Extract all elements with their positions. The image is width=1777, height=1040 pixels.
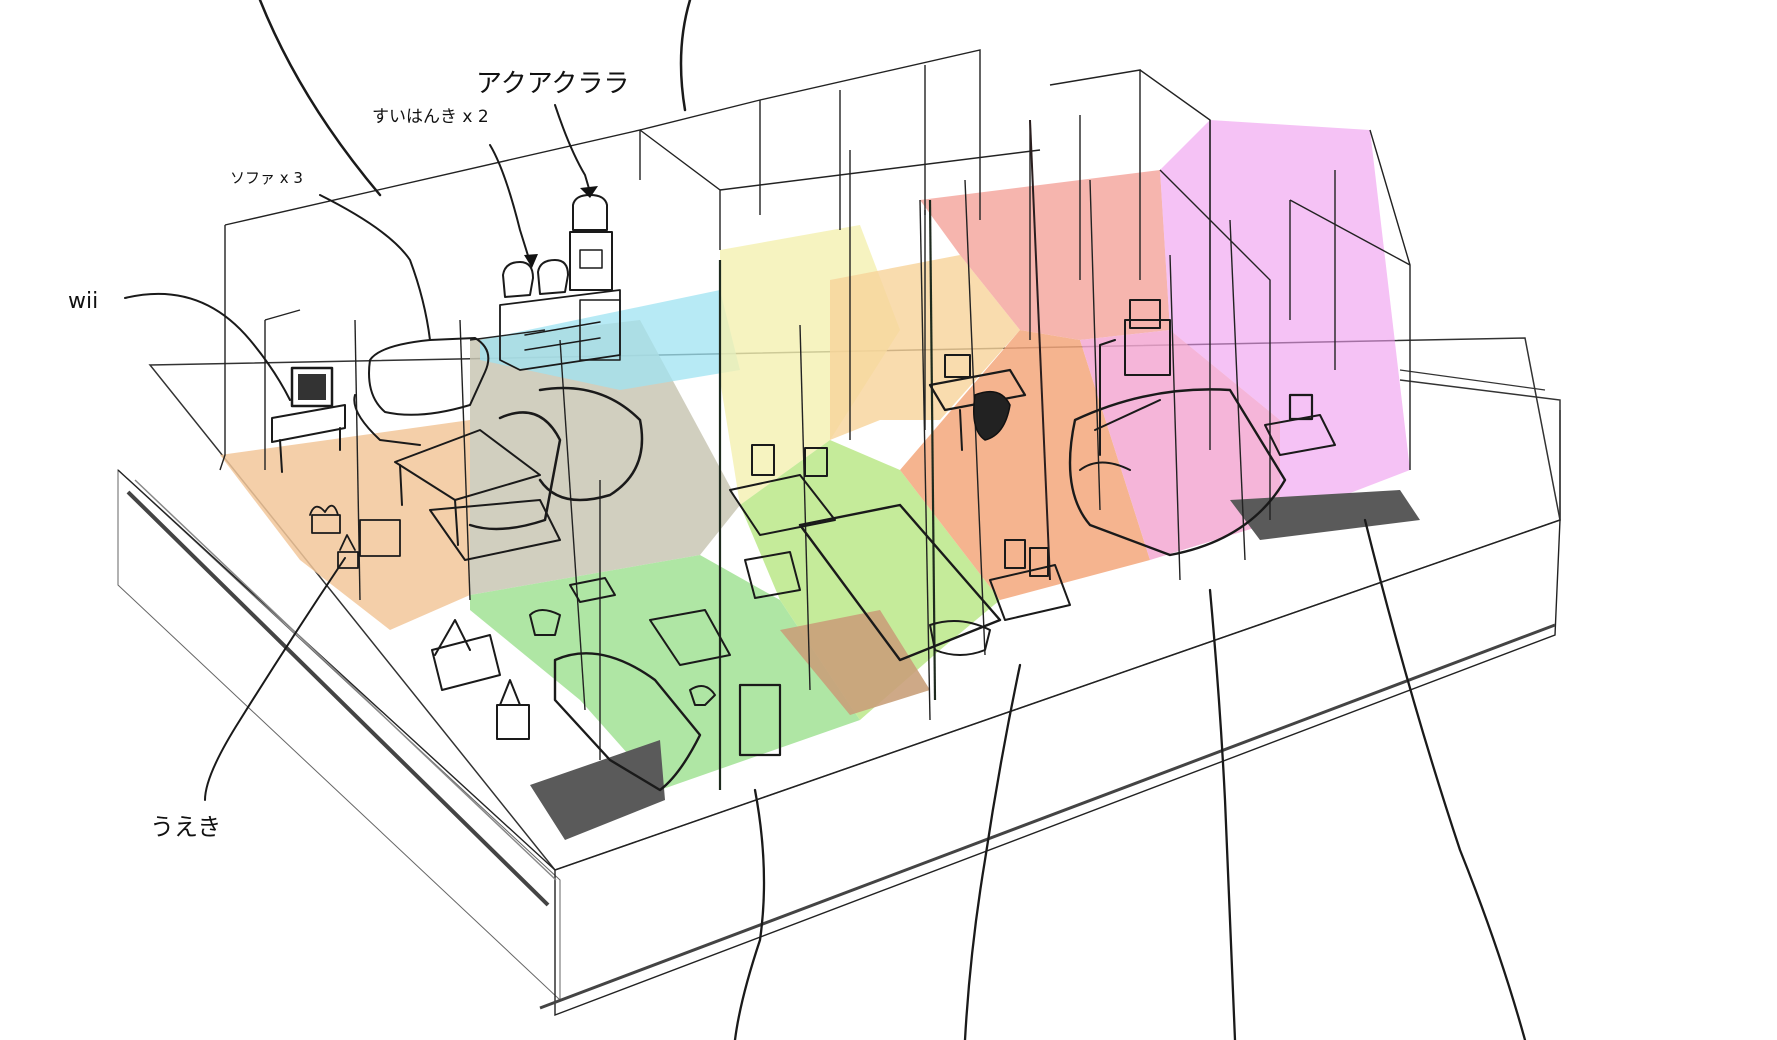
zone-pink xyxy=(1080,330,1280,560)
office-desk-icon xyxy=(928,354,1027,451)
floor-dark-strip-right xyxy=(1230,490,1420,540)
zone-green-left xyxy=(470,555,860,790)
desk-workstations-icon xyxy=(529,444,1002,792)
wall-frames xyxy=(219,49,1411,790)
furniture xyxy=(271,194,1336,792)
zone-salmon xyxy=(920,170,1170,340)
cabinet-icon xyxy=(499,259,621,371)
zone-magenta xyxy=(1160,120,1410,520)
labels: wii ソファ x 3 すいはんき x 2 アクアクララ うえき xyxy=(68,69,629,841)
label-wii: wii xyxy=(68,289,98,314)
bed-icon xyxy=(1068,339,1287,557)
zone-orange xyxy=(900,330,1150,600)
label-plants: うえき xyxy=(150,813,221,841)
tv-stand-icon xyxy=(271,366,346,473)
label-sofa: ソファ x 3 xyxy=(230,169,303,187)
water-server-icon xyxy=(569,194,613,291)
zone-living xyxy=(470,320,740,595)
annotation-lines xyxy=(124,0,1527,1040)
floor-dark-strip-left xyxy=(530,740,665,840)
coffee-table-icon xyxy=(394,429,561,561)
floor-brown-strip xyxy=(780,610,930,715)
label-aqua-clara: アクアクララ xyxy=(476,69,629,99)
label-rice-cooker: すいはんき x 2 xyxy=(372,107,489,127)
building-base xyxy=(117,337,1561,1017)
zone-water xyxy=(480,290,740,390)
plant-pots-icon xyxy=(309,504,530,740)
sofa-icon xyxy=(353,337,644,531)
monitor-icons xyxy=(989,299,1336,621)
